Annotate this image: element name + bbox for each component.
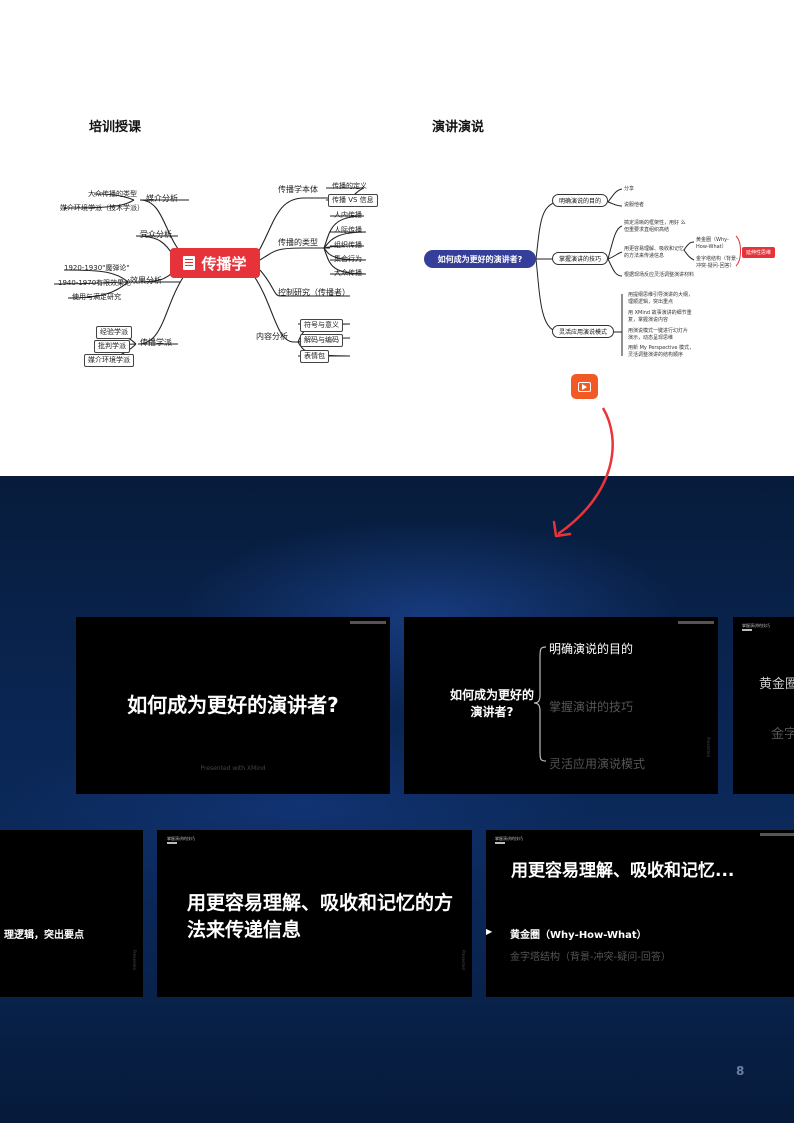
- slide-header: 掌握演讲的技巧: [495, 836, 523, 841]
- node-uses-gratifications: 使用与满足研究: [72, 293, 121, 301]
- slide-outline-bracket: [533, 646, 547, 762]
- node-mass-communication-types: 大众传播的类型: [88, 190, 137, 198]
- slide-item-1: 黄金圈（Why-How-What）: [510, 930, 647, 941]
- mindmap-communication: 传播学 媒介分析 大众传播的类型 媒介环境学派（技术学派） 受众分析 效果分析 …: [54, 176, 378, 372]
- slide-line-2: 金字: [771, 727, 794, 742]
- slide-header: 掌握演讲的技巧: [742, 623, 770, 628]
- slide-partial-text: 理逻辑，突出要点: [4, 930, 84, 941]
- slide-item-2: 金字塔结构（背景-冲突-疑问-回答）: [510, 952, 671, 963]
- play-icon: [578, 381, 591, 392]
- slide-line-1: 黄金圈: [759, 677, 794, 692]
- slide-header-bar: [742, 629, 752, 631]
- slide-footer: Presented with XMind: [200, 765, 266, 772]
- node-mode-outline: 用提纲思维引导演讲的大纲，理顺逻辑，突出重点: [628, 292, 694, 305]
- node-mode-slides: 用演说模式一键进行幻灯片演示，动态呈现思维: [628, 328, 689, 341]
- slide-golden-circle-title: 用更容易理解、吸收和记忆...: [511, 861, 735, 881]
- node-schools: 传播学派: [140, 338, 172, 347]
- slide-id-bar: [760, 833, 794, 836]
- node-collective-behavior: 集合行为: [334, 255, 362, 263]
- slide-outline-item-2: 掌握演讲的技巧: [549, 700, 634, 714]
- node-intrapersonal: 人内传播: [334, 211, 362, 219]
- node-content-analysis: 内容分析: [256, 332, 288, 341]
- node-media-ecology-school: 媒介环境学派: [84, 354, 134, 367]
- slide-outline-item-1: 明确演说的目的: [549, 642, 634, 656]
- slide-title[interactable]: 如何成为更好的演讲者? Presented with XMind: [76, 617, 390, 794]
- node-organizational: 组织传播: [334, 241, 362, 249]
- slide-outline-partial[interactable]: 理逻辑，突出要点 Presented: [0, 830, 143, 997]
- node-persuade: 说服他者: [624, 202, 645, 208]
- slide-outline-item-3: 灵活应用演说模式: [549, 757, 646, 771]
- bullet-arrow-icon: ▶: [486, 927, 493, 936]
- node-magic-bullet: 1920-1930"魔弹论": [64, 264, 130, 272]
- presentation-preview-panel: 如何成为更好的演讲者? Presented with XMind 如何成为更好的…: [0, 476, 794, 1123]
- center-node-communication: 传播学: [170, 248, 260, 278]
- slide-id-bar: [678, 621, 714, 624]
- node-share: 分享: [624, 186, 635, 192]
- node-symbol-meaning: 符号与意义: [300, 319, 343, 332]
- slide-side-text: Presented: [706, 737, 711, 758]
- slide-id-bar: [350, 621, 386, 624]
- node-empirical-school: 经验学派: [96, 326, 132, 339]
- node-easy-method: 用更容易理解、吸收和记忆 的方法来传递信息: [624, 246, 685, 259]
- node-emoji: 表情包: [300, 350, 329, 363]
- slide-skills-partial[interactable]: 掌握演讲的技巧 黄金圈 金字: [733, 617, 794, 794]
- node-master-skills: 掌握演讲的技巧: [552, 252, 609, 265]
- node-critical-school: 批判学派: [94, 340, 130, 353]
- node-mass-communication: 大众传播: [334, 269, 362, 277]
- node-limited-effects: 1940-1970有限效果论: [58, 279, 132, 287]
- node-audience-analysis: 受众分析: [140, 230, 172, 239]
- slide-title-text: 如何成为更好的演讲者?: [127, 693, 339, 717]
- slide-header-bar: [495, 842, 505, 844]
- slide-golden-circle[interactable]: 掌握演讲的技巧 用更容易理解、吸收和记忆... ▶ 黄金圈（Why-How-Wh…: [486, 830, 794, 997]
- slide-header-bar: [167, 842, 177, 844]
- node-media-analysis: 媒介分析: [146, 194, 178, 203]
- heading-speech: 演讲演说: [432, 120, 485, 135]
- node-communication-types: 传播的类型: [278, 238, 318, 247]
- node-clear-framework: 搞定清晰的框架性，用好 么但重要求直组织高结: [624, 220, 686, 233]
- slide-outline[interactable]: 如何成为更好的演讲者? 明确演说的目的 掌握演讲的技巧 灵活应用演说模式 Pre…: [404, 617, 718, 794]
- node-communication-vs-information: 传播 VS 信息: [328, 194, 378, 207]
- node-decode-encode: 解码与编码: [300, 334, 343, 347]
- center-node-speech: 如何成为更好的演讲者?: [424, 250, 536, 268]
- slide-side-text: Presented: [461, 950, 466, 971]
- node-control-research: 控制研究（传播者）: [278, 288, 350, 297]
- slide-side-text: Presented: [132, 950, 137, 971]
- tag-extended-thinking: 延伸性思维: [742, 247, 776, 258]
- node-adjust-material: 根据现场反应灵活调整演讲材料: [624, 272, 695, 278]
- node-media-ecology: 媒介环境学派（技术学派）: [60, 204, 144, 212]
- node-effect-analysis: 效果分析: [130, 276, 162, 285]
- node-mode-perspective: 用新 My Perspective 模式，灵活调整演讲的结构顺序: [628, 345, 694, 358]
- node-pyramid: 金字塔结构（背景-冲突-疑问-回答）: [696, 256, 738, 269]
- mindmap-speech: 如何成为更好的演讲者? 明确演说的目的 分享 说服他者 掌握演讲的技巧 搞定清晰…: [420, 176, 780, 366]
- slide-outline-center: 如何成为更好的演讲者?: [449, 688, 534, 719]
- slide-header: 掌握演讲的技巧: [167, 836, 195, 841]
- page-number: 8: [736, 1064, 745, 1078]
- node-interpersonal: 人际传播: [334, 226, 362, 234]
- node-clarify-goal: 明确演说的目的: [552, 194, 609, 207]
- slide-easy-method-title: 用更容易理解、吸收和记忆的方法来传递信息: [187, 892, 454, 941]
- play-presentation-button[interactable]: [571, 374, 598, 399]
- slide-easy-method[interactable]: 掌握演讲的技巧 用更容易理解、吸收和记忆的方法来传递信息 Presented: [157, 830, 472, 997]
- node-mode-xmind-story: 用 XMind 故事演讲的细节重复，掌握演说内容: [628, 310, 692, 323]
- heading-training: 培训授课: [89, 120, 142, 135]
- node-golden-circle: 黄金圈（Why-How-What）: [696, 237, 729, 250]
- node-presentation-modes: 灵活应用演说模式: [552, 325, 615, 338]
- node-communication-ontology: 传播学本体: [278, 185, 318, 194]
- document-icon: [183, 256, 196, 270]
- node-definition: 传播的定义: [332, 182, 367, 190]
